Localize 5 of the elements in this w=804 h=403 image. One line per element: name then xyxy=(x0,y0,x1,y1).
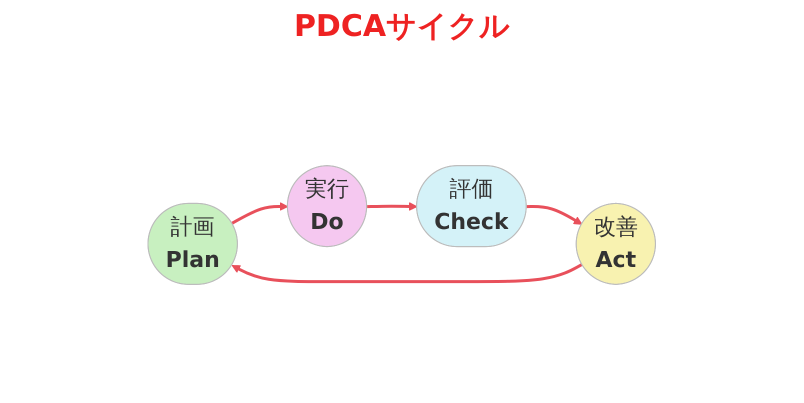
arrow xyxy=(367,202,418,211)
arrow xyxy=(232,263,584,284)
arrow xyxy=(232,202,289,225)
diagram-title: PDCAサイクル xyxy=(292,8,512,46)
arrow xyxy=(526,205,583,225)
